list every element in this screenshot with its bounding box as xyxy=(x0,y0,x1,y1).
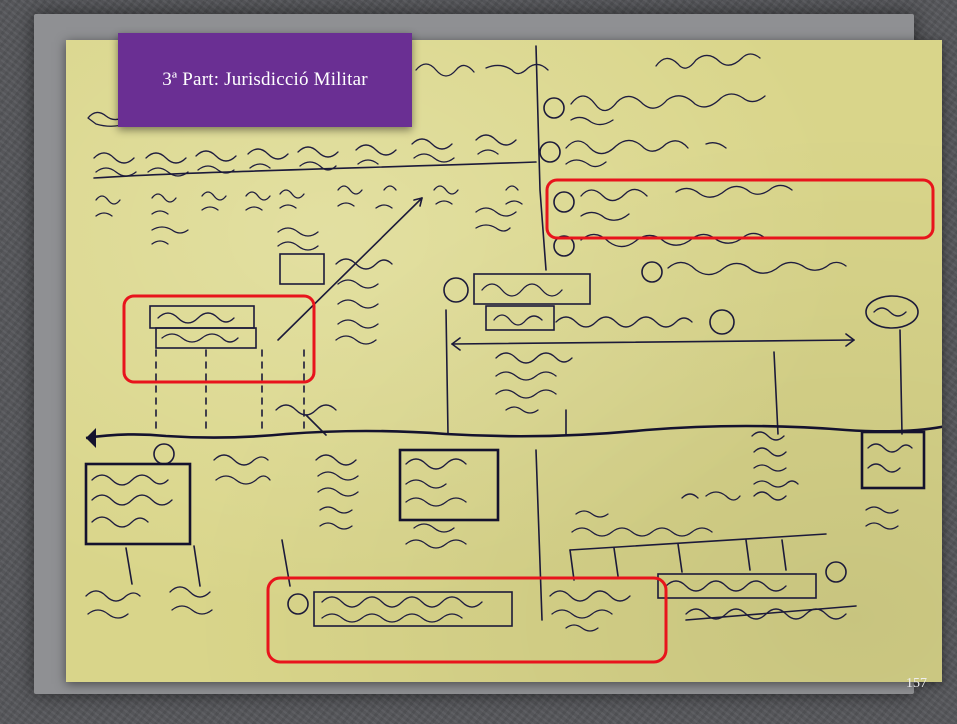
page-number: 157 xyxy=(906,676,927,691)
top-row-scribble xyxy=(87,111,537,179)
red-highlight-boxes xyxy=(122,178,935,664)
main-timeline xyxy=(85,424,942,448)
title-banner: 3ª Part: Jurisdicció Militar xyxy=(118,33,412,127)
slide-title: 3ª Part: Jurisdicció Militar xyxy=(162,69,368,90)
administration-box-scribble xyxy=(443,273,919,414)
column-dates-scribble xyxy=(95,185,523,345)
dashed-timeline-guides xyxy=(155,309,903,436)
jurisdiction-list-scribble xyxy=(539,93,847,283)
iv-box-scribble xyxy=(149,305,257,349)
lower-section-scribble xyxy=(84,430,926,632)
header-scribble xyxy=(415,53,761,77)
handwritten-sketch xyxy=(84,45,942,664)
handwritten-note-image xyxy=(66,40,942,682)
